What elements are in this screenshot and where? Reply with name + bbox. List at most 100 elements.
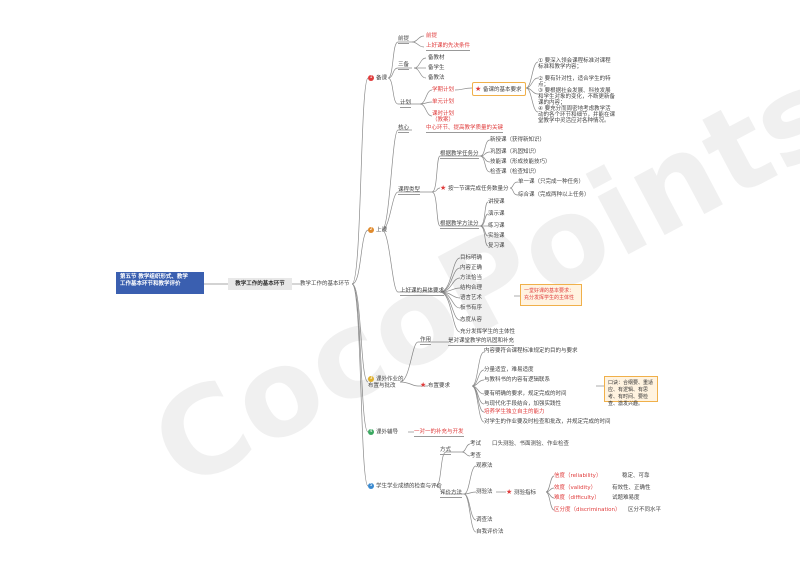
b5-zb-1-v: 稳定、可靠 [622,473,650,479]
b1-jihua-item-2: 单元计划 [432,99,455,105]
b2-haoke-box: 一堂好课的基本要求：充分发挥学生的主体性 [520,284,582,306]
b3-req-3: 与教科书的内容有逻辑联系 [484,377,551,383]
b1-sanbei-item-2: 备学生 [428,65,445,71]
b1-tiaojian-item-2: 上好课的先决条件 [426,43,471,51]
b2-fangfa-3: 练习课 [488,223,505,229]
branch-4-number: 4 [368,429,374,435]
b2-kecheng[interactable]: 课程类型 [398,187,421,195]
branch-5-number: 5 [368,483,374,489]
b5-pingjia[interactable]: 评价方法 [440,490,463,498]
b3-box: 口诀：合纲要、重适应、有逻辑、有思考、有时间、要检查、激发兴趣。 [604,376,658,407]
b3-star[interactable]: ★ 布置要求 [420,381,451,390]
b5-pj-1: 观察法 [476,463,493,469]
root-line-1: 第五节 教学组织形式、教学 [120,274,188,280]
b1-req-1: ① 要深入领会课程标准对课程标准和教学内容； [538,58,611,70]
b2-renwu-4: 检查课（检查知识） [490,169,540,175]
b1-star-box[interactable]: ★ 备课的基本要求 [472,82,526,96]
b3-zuoyong-val: 是对课堂教学的巩固和补充 [448,338,515,346]
star-icon: ★ [475,85,482,93]
branch-1-number: 1 [368,75,374,81]
b3-req-2: 分量适宜，难易适度 [484,367,534,373]
b1-sanbei[interactable]: 三备 [398,62,410,70]
b5-star[interactable]: ★ 测验指标 [506,488,537,497]
star-icon: ★ [420,381,427,389]
b2-haoke-8: 充分发挥学生的主体性 [460,329,516,335]
b1-tiaojian-item-1: 前提 [426,33,438,39]
branch-3-number: 3 [368,376,374,382]
b5-fangshi-2: 考查 [470,453,482,459]
b1-req-4: ④ 要充分而周密地考虑教学活动的各个环节和细节，并能在课堂教学中灵活应对各种情况… [538,106,616,124]
b5-zb-4-k: 区分度（discrimination） [554,507,621,513]
b2-haoke-7: 态度从容 [460,317,483,323]
b2-haoke-5: 语言艺术 [460,295,483,301]
b5-zb-3-k: 难度（difficulty） [554,495,600,501]
b2-hexin-val: 中心环节、提高教学质量的关键 [426,125,504,133]
b5-pj-4: 自我评价法 [476,529,504,535]
b5-zb-3-v: 试题难易度 [612,495,640,501]
b3-req-1: 内容要符合课程标准规定的目的与要求 [484,348,578,354]
b2-haoke-2: 内容正确 [460,265,483,271]
b2-renwu-3: 技能课（形成技能技巧） [490,159,551,165]
b1-req-3: ③ 要根据社会发展、科技发展和学生对象的变化，不断更新备课的内容； [538,88,616,106]
b3-req-7: 对学生的作业要及时检查和批改，并规定完成的时间 [484,419,611,425]
b2-fangfa-5: 复习课 [488,243,505,249]
b1-req-2: ② 要有针对性，适合学生的特点； [538,76,611,88]
root-node[interactable]: 第五节 教学组织形式、教学 工作基本环节和教学评价 [116,272,204,294]
branch-2-number: 2 [368,227,374,233]
sub-node[interactable]: 教学工作的基本环节 [228,278,292,290]
b5-zb-1-k: 信度（reliability） [554,473,602,479]
b2-haoke-3: 方法恰当 [460,275,483,281]
branch-title[interactable]: 教学工作的基本环节 [300,281,350,287]
b5-zb-2-v: 有效性、正确性 [612,485,651,491]
b1-star-label: ★ 备课的基本要求 [475,85,522,94]
b4-val: 一对一的补充与开发 [414,429,464,437]
star-icon: ★ [506,488,513,496]
b2-fangfa-label[interactable]: 根据教学方法分 [440,221,479,229]
branch-5-label: 学生学业成绩的检查与评价 [376,483,443,490]
b1-jihua-item-3: 课时计划（教案） [432,111,455,123]
b1-sanbei-item-3: 备教法 [428,75,445,81]
b3-req-6: 培养学生独立自主的能力 [484,409,545,415]
b5-zb-4-v: 区分不同水平 [628,507,662,513]
b2-renwu-2: 巩固课（巩固知识） [490,149,540,155]
branch-2-label: 上课 [376,227,388,234]
b2-zonghe: 综合课（完成两种以上任务） [518,192,590,198]
b2-renwu-label[interactable]: 根据教学任务分 [440,151,479,159]
branch-1-label: 备课 [376,75,388,82]
root-line-2: 工作基本环节和教学评价 [120,281,181,287]
b2-haoke-6: 板书有序 [460,305,483,311]
b5-kaoshi-val: 口头测验、书面测验、作业检查 [492,441,570,447]
b2-hexin[interactable]: 核心 [398,125,410,133]
b5-pj-3: 调查法 [476,517,493,523]
b3-req-5: 与现代化手段结合，加强实践性 [484,401,562,407]
b3-req-4: 要有明确的要求，规定完成的时间 [484,391,567,397]
b5-fangshi-1: 考试 [470,441,482,447]
star-icon: ★ [440,184,447,192]
b2-haoke-label[interactable]: 上好课的具体要求 [400,288,445,296]
b2-renwu-1: 新授课（获得新知识） [490,137,546,143]
b5-zb-2-k: 效度（validity） [554,485,597,491]
b2-fangfa-4: 实验课 [488,233,505,239]
branch-4-label: 课外辅导 [376,429,399,436]
b2-fangfa-2: 演示课 [488,211,505,217]
b1-sanbei-item-1: 备教材 [428,55,445,61]
b3-zuoyong[interactable]: 作用 [420,337,432,345]
b2-single: 单一课（只完成一种任务） [518,179,585,185]
b1-jihua[interactable]: 计划 [400,100,412,108]
branch-3-label: 课外作业的布置与批改 [368,376,404,389]
b2-haoke-1: 目标明确 [460,255,483,261]
b2-haoke-4: 结构合理 [460,285,483,291]
b5-fangshi[interactable]: 方式 [440,447,452,455]
b1-tiaojian[interactable]: 前提 [398,36,410,44]
b2-star2[interactable]: ★ 按一节课完成任务数量分 [440,184,509,193]
b5-pj-2: 测验法 [476,489,493,495]
b2-fangfa-1: 讲授课 [488,199,505,205]
b1-jihua-item-1: 学期计划 [432,87,455,93]
